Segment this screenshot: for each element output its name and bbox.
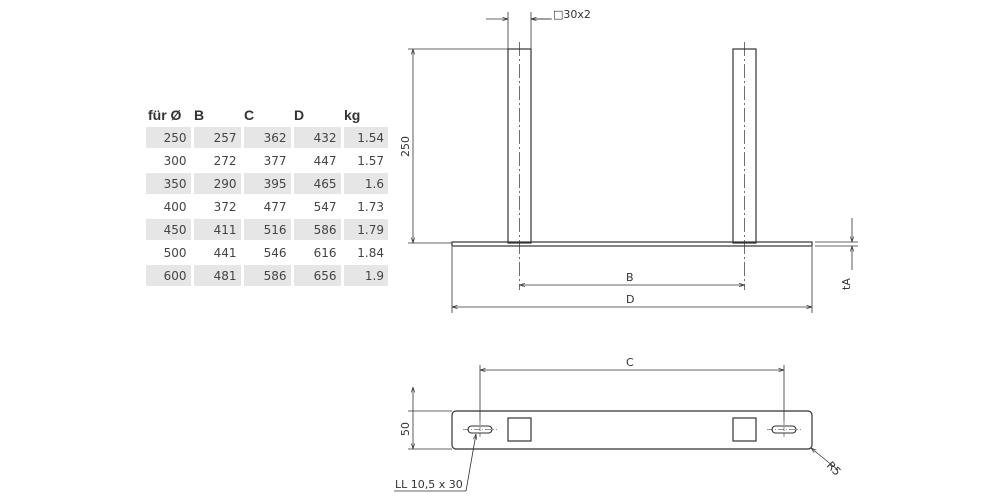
table-row: 600 481 586 656 1.9 — [146, 264, 388, 288]
profile-label: □30x2 — [553, 8, 591, 21]
cell-c: 362 — [240, 127, 292, 150]
cell-c: 395 — [240, 172, 292, 196]
cell-c: 377 — [240, 149, 292, 173]
header-d: D — [294, 107, 305, 123]
cell-diameter: 400 — [146, 195, 192, 219]
width-label: 50 — [399, 422, 412, 436]
cell-d: 432 — [290, 127, 342, 150]
slot-label: LL 10,5 x 30 — [395, 478, 463, 491]
cell-c: 586 — [240, 264, 292, 288]
cell-c: 546 — [240, 241, 292, 265]
table-row: 500 441 546 616 1.84 — [146, 241, 388, 265]
cell-kg: 1.57 — [340, 149, 388, 173]
cell-diameter: 450 — [146, 218, 192, 242]
d-label: D — [626, 293, 634, 306]
width-dimension — [408, 387, 452, 450]
header-diameter: für Ø — [148, 107, 182, 123]
height-label: 250 — [399, 136, 412, 157]
radius-label: R5 — [824, 459, 844, 479]
cell-b: 272 — [190, 149, 242, 173]
cell-b: 290 — [190, 172, 242, 196]
radius-leader — [811, 448, 839, 471]
dimension-table: für Ø B C D kg 250 257 362 432 1.54 300 … — [146, 103, 388, 288]
cell-b: 441 — [190, 241, 242, 265]
top-plate — [451, 410, 813, 450]
c-dimension — [479, 365, 785, 421]
cell-d: 465 — [290, 172, 342, 196]
cell-b: 481 — [190, 264, 242, 288]
ta-dimension — [815, 218, 858, 270]
side-view — [451, 42, 813, 290]
cell-kg: 1.54 — [340, 127, 388, 150]
cell-diameter: 500 — [146, 241, 192, 265]
cell-diameter: 600 — [146, 264, 192, 288]
right-tube-section — [732, 417, 757, 442]
header-c: C — [244, 107, 255, 123]
cell-b: 411 — [190, 218, 242, 242]
cell-d: 447 — [290, 149, 342, 173]
table-row: 350 290 395 465 1.6 — [146, 172, 388, 196]
cell-kg: 1.79 — [340, 218, 388, 242]
left-tube-section — [507, 417, 532, 442]
cell-d: 586 — [290, 218, 342, 242]
cell-kg: 1.6 — [340, 172, 388, 196]
cell-diameter: 350 — [146, 172, 192, 196]
d-dimension — [451, 247, 813, 313]
cell-d: 616 — [290, 241, 342, 265]
cell-kg: 1.73 — [340, 195, 388, 219]
table-row: 300 272 377 447 1.57 — [146, 149, 388, 173]
slot-leader — [394, 434, 476, 492]
table-row: 250 257 362 432 1.54 — [146, 127, 388, 150]
cell-diameter: 300 — [146, 149, 192, 173]
cell-b: 257 — [190, 127, 242, 150]
base-plate — [451, 241, 813, 247]
cell-c: 477 — [240, 195, 292, 219]
header-kg: kg — [344, 107, 361, 123]
cell-b: 372 — [190, 195, 242, 219]
profile-dimension — [486, 12, 552, 49]
c-label: C — [626, 356, 634, 369]
header-b: B — [194, 107, 205, 123]
table-row: 450 411 516 586 1.79 — [146, 218, 388, 242]
table-header-row: für Ø B C D kg — [146, 103, 388, 127]
cell-diameter: 250 — [146, 127, 192, 150]
b-label: B — [626, 271, 634, 284]
top-view — [451, 410, 813, 450]
cell-d: 656 — [290, 264, 342, 288]
height-dimension — [408, 48, 508, 244]
ta-label: tA — [840, 278, 853, 290]
table-row: 400 372 477 547 1.73 — [146, 195, 388, 219]
cell-kg: 1.9 — [340, 264, 388, 288]
cell-d: 547 — [290, 195, 342, 219]
cell-kg: 1.84 — [340, 241, 388, 265]
cell-c: 516 — [240, 218, 292, 242]
